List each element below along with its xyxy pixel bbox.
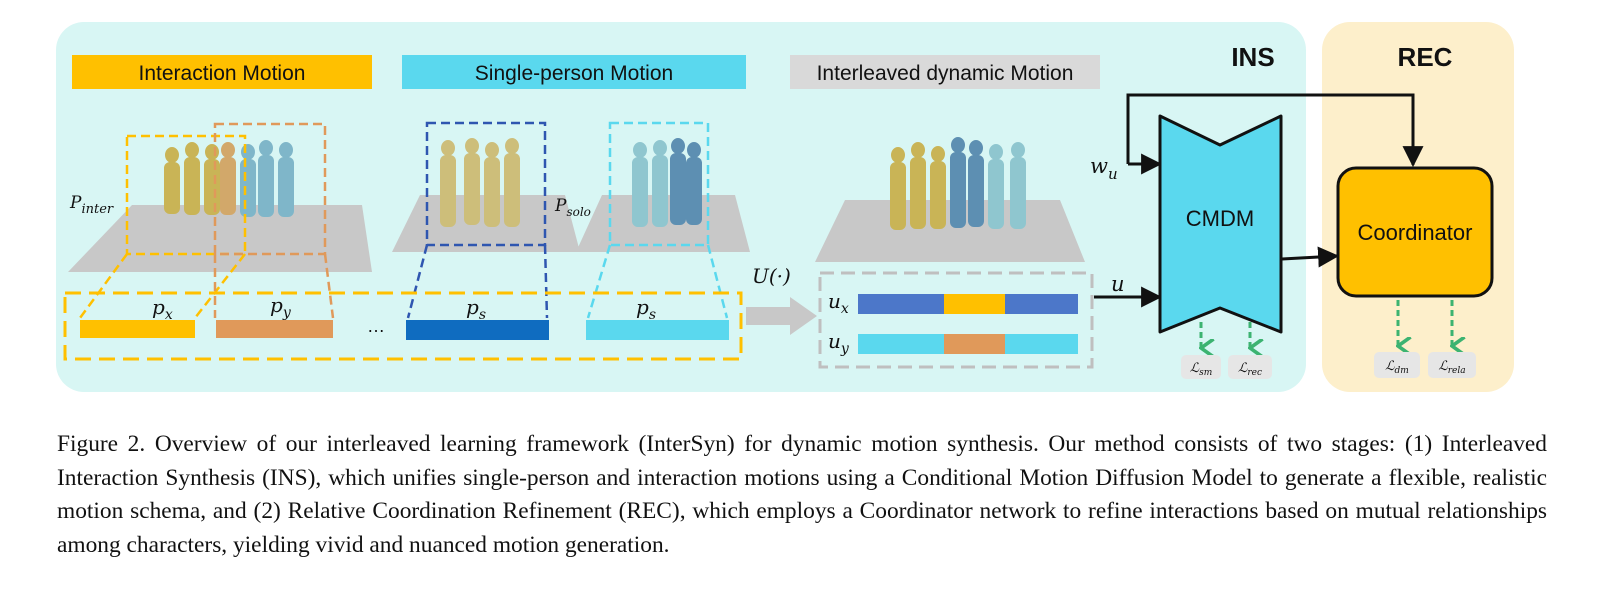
- single-person-scene-2: [576, 121, 750, 319]
- cmdm-module: [1158, 114, 1283, 334]
- u-operator-label: U(·): [752, 264, 791, 288]
- single-person-motion-label: Single-person Motion: [475, 62, 673, 85]
- ux-segment-2: [944, 294, 1005, 314]
- interleaved-motion-label: Interleaved dynamic Motion: [817, 62, 1074, 85]
- uy-label: uy: [828, 329, 850, 357]
- single-person-scene-1: Psolo: [392, 121, 591, 319]
- segment-ps-2: [586, 320, 729, 340]
- ux-label: ux: [828, 289, 849, 317]
- loss-sm-badge: [1181, 355, 1221, 379]
- p-solo-label: Psolo: [554, 196, 591, 219]
- ps2-label: ps: [636, 295, 656, 323]
- loss-dm-label: ℒdm: [1385, 359, 1409, 376]
- segment-ps-1: [406, 320, 549, 340]
- uy-segment-3: [1005, 334, 1078, 354]
- uy-segment-1: [858, 334, 944, 354]
- framework-diagram: INS REC Interaction Motion Single-person…: [56, 22, 1514, 392]
- uy-segment-2: [944, 334, 1005, 354]
- single-person-motion-tag: [402, 55, 746, 89]
- loss-rela-badge: [1428, 352, 1476, 378]
- loss-sm-label: ℒsm: [1190, 361, 1213, 378]
- segment-container: [63, 291, 743, 361]
- ellipsis-label: …: [367, 316, 385, 336]
- ps1-label: ps: [466, 295, 486, 323]
- interaction-motion-label: Interaction Motion: [139, 62, 306, 85]
- ux-segment-3: [1005, 294, 1078, 314]
- interaction-scene: Pinter: [68, 122, 372, 319]
- cmdm-label: CMDM: [1186, 206, 1254, 231]
- ux-segment-1: [858, 294, 944, 314]
- segment-px: [80, 320, 195, 338]
- px-label: px: [152, 295, 173, 323]
- interleaved-sequence-box: [818, 271, 1094, 369]
- interaction-motion-tag: [72, 55, 372, 89]
- loss-dm-badge: [1374, 352, 1420, 378]
- figure-caption: Figure 2. Overview of our interleaved le…: [57, 431, 1547, 558]
- cmdm-to-coordinator-arrow: [1281, 246, 1340, 268]
- interleaved-motion-tag: [790, 55, 1100, 89]
- u-input-label: u: [1111, 272, 1125, 296]
- rec-title: REC: [1398, 42, 1453, 72]
- wu-label: wu: [1090, 154, 1118, 183]
- coordinator-label: Coordinator: [1358, 220, 1473, 245]
- p-inter-label: Pinter: [69, 193, 114, 217]
- wu-to-cmdm-arrow: [1126, 93, 1424, 168]
- py-label: py: [270, 293, 292, 321]
- segment-py: [216, 320, 333, 338]
- interleaved-scene: [815, 137, 1085, 262]
- coordinator-module: [1336, 166, 1494, 298]
- ins-title: INS: [1231, 42, 1274, 72]
- loss-rec-label: ℒrec: [1238, 361, 1262, 378]
- u-operator-arrow: [746, 297, 817, 335]
- loss-rec-badge: [1228, 355, 1272, 379]
- loss-rela-label: ℒrela: [1438, 359, 1465, 376]
